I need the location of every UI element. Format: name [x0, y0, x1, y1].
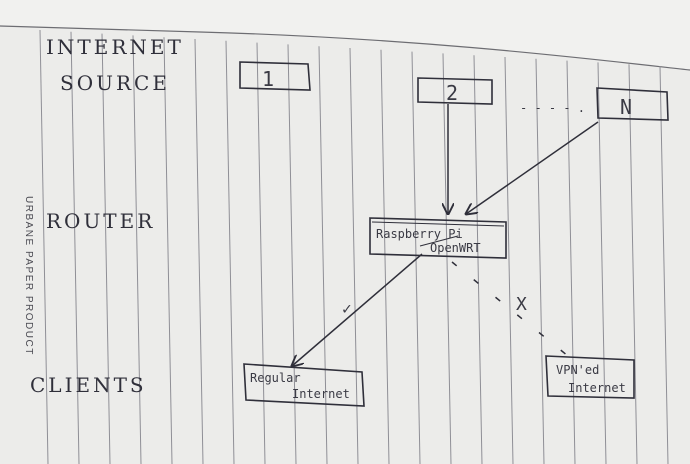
- page-edge: [0, 25, 690, 71]
- ruled-line: [318, 46, 328, 464]
- label-router: ROUTER: [46, 209, 155, 233]
- check-mark: ✓: [342, 299, 352, 318]
- blocked-mark: X: [516, 294, 527, 315]
- ruled-line: [535, 58, 545, 464]
- ruled-line: [380, 49, 390, 464]
- ruled-line: [442, 53, 452, 464]
- source-box-1: 1: [239, 61, 311, 91]
- ruled-line: [39, 29, 49, 464]
- source-label-n: N: [620, 95, 632, 119]
- brand-imprint: URBANE PAPER PRODUCT: [23, 196, 34, 356]
- router-line2: OpenWRT: [430, 241, 481, 255]
- ruled-line: [70, 31, 80, 464]
- page-curl: [0, 0, 690, 70]
- client-regular-line1: Regular: [250, 371, 301, 385]
- label-internet: INTERNET: [46, 35, 184, 59]
- client-regular-box: Regular Internet: [243, 363, 365, 407]
- client-vpn-line1: VPN'ed: [556, 363, 599, 377]
- ruled-line: [628, 64, 638, 464]
- source-label-2: 2: [446, 81, 458, 105]
- ruled-line: [132, 35, 142, 464]
- source-label-1: 1: [262, 67, 274, 91]
- ruled-line: [473, 55, 483, 464]
- client-regular-line2: Internet: [292, 387, 350, 401]
- label-clients: CLIENTS: [30, 373, 147, 397]
- ruled-line: [256, 42, 266, 464]
- ruled-line: [194, 38, 204, 464]
- source-box-2: 2: [417, 77, 493, 105]
- router-line1: Raspberry Pi: [376, 227, 463, 241]
- arrow-sourcen-router: [466, 121, 599, 214]
- ruled-line: [225, 40, 235, 464]
- ruled-line: [659, 65, 669, 464]
- ruled-line: [349, 47, 359, 464]
- source-ellipsis: - - - - .: [520, 101, 585, 115]
- ruled-line: [287, 44, 297, 464]
- ruled-line: [504, 56, 514, 464]
- ruled-line: [101, 33, 111, 464]
- label-source: SOURCE: [60, 71, 170, 95]
- ruled-line: [163, 37, 173, 464]
- source-box-n: N: [596, 87, 669, 121]
- router-box: Raspberry Pi OpenWRT: [369, 217, 507, 259]
- client-vpn-line2: Internet: [568, 381, 626, 395]
- ruled-line: [411, 51, 421, 464]
- client-vpn-box: VPN'ed Internet: [545, 355, 635, 399]
- arrow-router-regular: [292, 253, 423, 366]
